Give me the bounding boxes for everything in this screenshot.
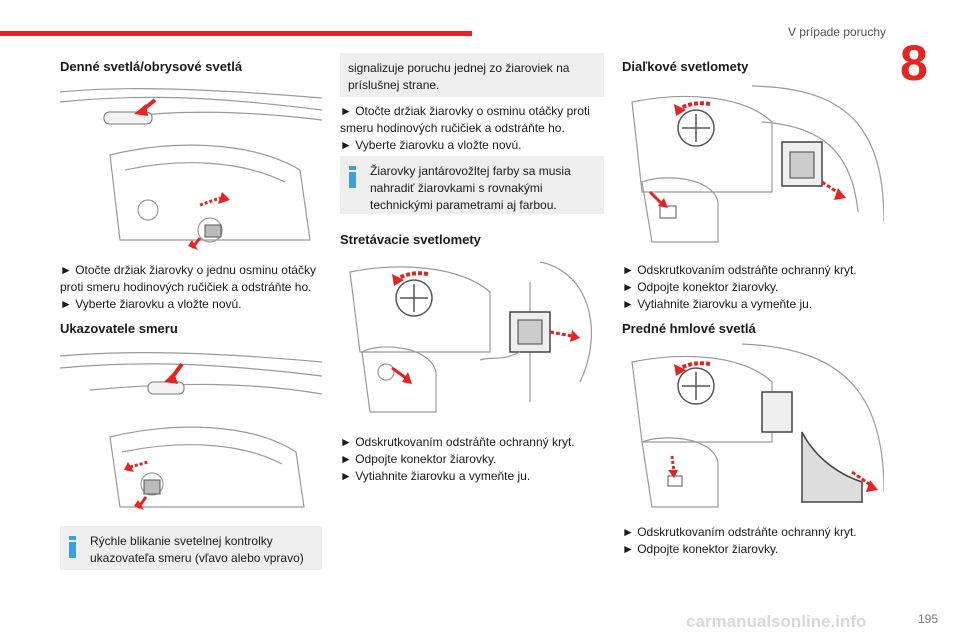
high-beam-illustration bbox=[631, 85, 884, 243]
indicators-title: Ukazovatele smeru bbox=[60, 321, 178, 336]
low-beam-step-2: ► Odpojte konektor žiarovky. bbox=[340, 452, 497, 466]
low-beam-illustration bbox=[349, 261, 593, 413]
header-accent-bar bbox=[0, 31, 472, 36]
chapter-number: 8 bbox=[900, 35, 928, 91]
drl-step-1: ► Otočte držiak žiarovky o jednu osminu … bbox=[60, 263, 316, 294]
fog-lamps-illustration bbox=[631, 343, 884, 508]
page-number: 195 bbox=[917, 612, 938, 626]
info-icon bbox=[69, 536, 76, 558]
amber-bulb-note: Žiarovky jantárovožltej farby sa musia n… bbox=[340, 156, 604, 214]
indicators-note-text: Rýchle blikanie svetelnej kontrolky ukaz… bbox=[90, 534, 304, 565]
high-beam-step-2: ► Odpojte konektor žiarovky. bbox=[622, 280, 779, 294]
indicators-illustration bbox=[60, 352, 322, 510]
section-title: V prípade poruchy bbox=[787, 25, 886, 39]
fog-lamps-title: Predné hmlové svetlá bbox=[622, 321, 756, 336]
fog-lamps-step-2: ► Odpojte konektor žiarovky. bbox=[622, 542, 779, 556]
indicators-note: Rýchle blikanie svetelnej kontrolky ukaz… bbox=[60, 526, 322, 570]
indicators-step-1: ► Otočte držiak žiarovky o osminu otáčky… bbox=[340, 104, 590, 135]
high-beam-step-1: ► Odskrutkovaním odstráňte ochranný kryt… bbox=[622, 263, 857, 277]
amber-bulb-note-text: Žiarovky jantárovožltej farby sa musia n… bbox=[370, 164, 571, 212]
indicators-step-2: ► Vyberte žiarovku a vložte novú. bbox=[340, 138, 522, 152]
fog-lamps-step-1: ► Odskrutkovaním odstráňte ochranný kryt… bbox=[622, 525, 857, 539]
low-beam-title: Stretávacie svetlomety bbox=[340, 232, 481, 247]
low-beam-step-1: ► Odskrutkovaním odstráňte ochranný kryt… bbox=[340, 435, 575, 449]
high-beam-step-3: ► Vytiahnite žiarovku a vymeňte ju. bbox=[622, 297, 813, 311]
watermark: carmanualsonline.info bbox=[686, 612, 867, 631]
drl-step-2: ► Vyberte žiarovku a vložte novú. bbox=[60, 297, 242, 311]
info-icon bbox=[349, 166, 356, 188]
drl-title: Denné svetlá/obrysové svetlá bbox=[60, 59, 243, 74]
high-beam-title: Diaľkové svetlomety bbox=[622, 59, 749, 74]
note-continuation-text: signalizuje poruchu jednej zo žiaroviek … bbox=[348, 61, 570, 92]
note-continuation: signalizuje poruchu jednej zo žiaroviek … bbox=[340, 53, 604, 97]
drl-illustration bbox=[60, 88, 322, 250]
low-beam-step-3: ► Vytiahnite žiarovku a vymeňte ju. bbox=[340, 469, 531, 483]
